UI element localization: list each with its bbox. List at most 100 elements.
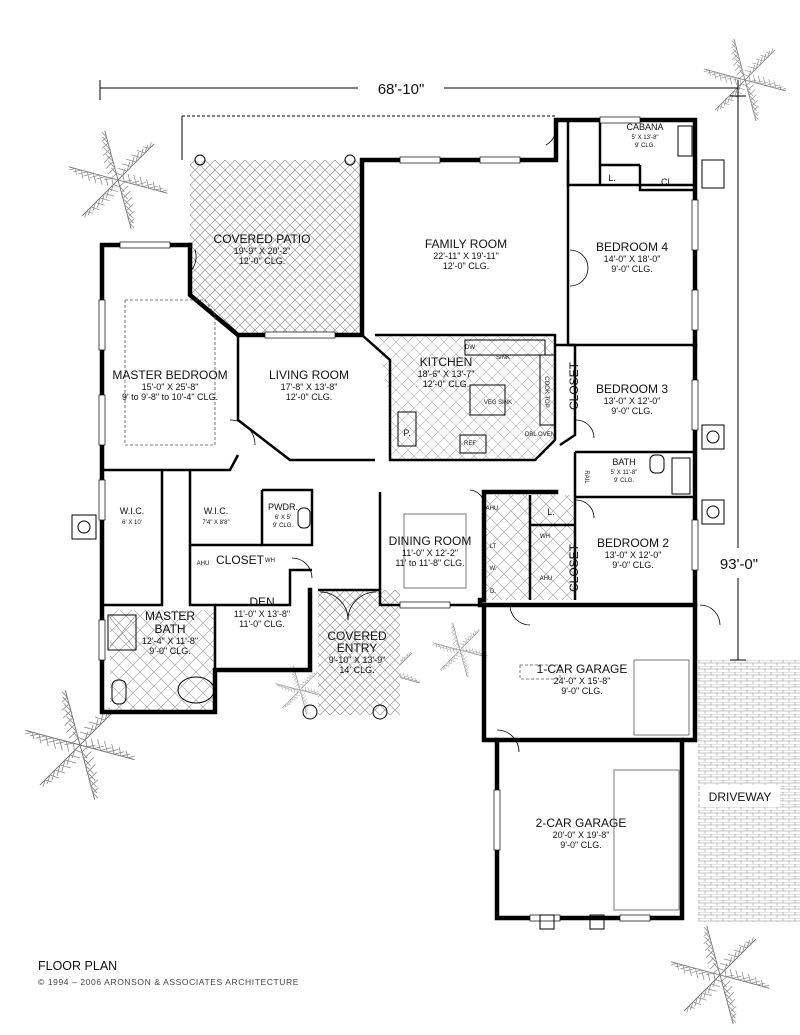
attic-access xyxy=(519,664,561,680)
window xyxy=(98,619,106,661)
fan-icon xyxy=(706,505,720,519)
room-dims: 5' X 11'-8" xyxy=(611,470,638,476)
window xyxy=(264,331,336,339)
water-heater-label: WH xyxy=(265,558,275,564)
refrigerator-label: REF xyxy=(464,441,476,447)
door-swing xyxy=(469,489,485,506)
linen-label: L. xyxy=(547,507,555,517)
shrub-icon xyxy=(275,665,326,715)
oven-label: DBL OVEN xyxy=(525,432,555,438)
kitchen-floor xyxy=(375,335,555,460)
room-ceiling: 9'-0" CLG. xyxy=(612,560,653,570)
doors xyxy=(189,124,721,753)
room-dims: 22'-11" X 19'-11" xyxy=(433,251,499,261)
room-name: KITCHEN xyxy=(420,355,473,369)
shower xyxy=(677,125,693,157)
room-ceiling: 9' CLG. xyxy=(273,523,293,529)
room-name: FAMILY ROOM xyxy=(425,237,507,251)
ac-unit xyxy=(539,914,555,930)
pantry-label: P. xyxy=(403,428,410,438)
room-dims: 14'-0" X 18'-0" xyxy=(604,254,661,264)
garage-door-outline xyxy=(613,769,680,911)
room-ceiling: 9' to 9'-8" to 10'-4" CLG. xyxy=(122,392,218,402)
room-ceiling: 9' CLG. xyxy=(635,143,655,149)
toilet xyxy=(297,507,311,529)
room-cabana: CABANA 5' X 13'-8" 9' CLG. xyxy=(626,122,663,149)
room-name: CABANA xyxy=(626,122,663,132)
ahu-label: AHU xyxy=(540,576,553,582)
room-dims: 11'-0" X 12'-2" xyxy=(402,548,458,558)
room-dims: 6' X 10' xyxy=(122,520,142,526)
room-labels: CABANA 5' X 13'-8" 9' CLG. COVERED PATIO… xyxy=(112,122,771,850)
dimension-lines xyxy=(99,78,772,661)
room-master-bedroom: MASTER BEDROOM 15'-0" X 25'-8" 9' to 9'-… xyxy=(112,368,227,402)
window xyxy=(119,241,171,249)
room-garage-1: 1-CAR GARAGE 24'-0" X 15'-8" 9'-0" CLG. xyxy=(537,662,628,696)
room-name: BEDROOM 2 xyxy=(597,536,669,550)
closet-double-door xyxy=(569,249,589,287)
covered-patio-floor xyxy=(190,160,362,335)
window xyxy=(619,914,651,922)
window xyxy=(98,394,106,446)
room-name-line1: MASTER xyxy=(145,609,195,623)
room-dims: 13'-0" X 12'-0" xyxy=(604,396,661,406)
room-ceiling: 11' to 11'-8" CLG. xyxy=(395,558,464,568)
room-name: MASTER BEDROOM xyxy=(112,368,227,382)
window xyxy=(691,379,699,431)
room-kitchen: KITCHEN 18'-6" X 13'-7" 12'-0" CLG. xyxy=(418,355,475,389)
toilet xyxy=(649,454,665,474)
room-powder: PWDR. 6' X 5' 9' CLG. xyxy=(268,502,298,529)
room-name: BEDROOM 4 xyxy=(596,240,668,254)
room-dims: 7'4" X 8'8" xyxy=(202,520,229,526)
room-covered-patio: COVERED PATIO 19'-9" X 20'-2" 12'-0" CLG… xyxy=(214,232,311,266)
overall-depth-dimension: 93'-0" xyxy=(720,556,758,573)
room-wic-1: W.I.C. 6' X 10' xyxy=(120,506,145,526)
door-swing xyxy=(229,419,256,446)
room-name: BEDROOM 3 xyxy=(596,382,668,396)
room-covered-entry: COVERED ENTRY 9'-10" X 13'-9" 14' CLG. xyxy=(327,629,387,675)
closet-label: CLOSET xyxy=(567,543,581,592)
room-ceiling: 9' CLG. xyxy=(614,478,634,484)
ac-unit xyxy=(701,159,725,189)
room-dining-room: DINING ROOM 11'-0" X 12'-2" 11' to 11'-8… xyxy=(389,534,472,568)
room-name: PWDR. xyxy=(268,502,298,512)
palm-tree-icon xyxy=(67,130,168,230)
windows xyxy=(98,116,699,922)
window xyxy=(691,199,699,251)
plan-title: FLOOR PLAN xyxy=(38,959,117,973)
room-ceiling: 9'-0" CLG. xyxy=(611,264,652,274)
room-dims: 17'-8" X 13'-8" xyxy=(281,382,338,392)
sink-label: SINK xyxy=(496,355,510,361)
closet-label: CL. xyxy=(661,177,675,187)
interior-walls xyxy=(102,120,695,670)
palm-tree-icon xyxy=(669,925,770,1025)
room-dims: 12'-4" X 11'-8" xyxy=(142,636,198,646)
shrub-icon xyxy=(432,622,488,678)
fan-icon xyxy=(77,520,91,534)
door-swing xyxy=(699,604,721,626)
window xyxy=(399,156,441,164)
ac-unit xyxy=(701,424,725,450)
tray-ceiling xyxy=(124,299,216,446)
ahu-label: AHU xyxy=(197,561,210,567)
cooktop-label: COOK TOP xyxy=(543,376,549,407)
fixture-labels: CLOSET CLOSET CLOSET CL. L. L. P. AHU AH… xyxy=(197,173,675,595)
room-garage-2: 2-CAR GARAGE 20'-0" X 19'-8" 9'-0" CLG. xyxy=(536,816,627,850)
kitchen-counter xyxy=(539,354,556,426)
closet-label: CLOSET xyxy=(567,361,581,410)
bathtub xyxy=(671,457,691,495)
window xyxy=(479,156,521,164)
room-ceiling: 14' CLG. xyxy=(339,665,374,675)
room-dims: 5' X 13'-8" xyxy=(631,135,658,141)
room-master-bath: MASTER BATH 12'-4" X 11'-8" 9'-0" CLG. xyxy=(142,609,198,656)
column xyxy=(372,704,388,720)
garage-door-outline xyxy=(633,659,690,736)
room-bedroom-2: BEDROOM 2 13'-0" X 12'-0" 9'-0" CLG. xyxy=(597,536,669,570)
column xyxy=(302,704,318,720)
palm-tree-icon xyxy=(703,38,788,121)
ac-unit xyxy=(589,914,605,930)
room-dims: 15'-0" X 25'-8" xyxy=(142,382,199,392)
room-ceiling: 9'-0" CLG. xyxy=(561,686,602,696)
